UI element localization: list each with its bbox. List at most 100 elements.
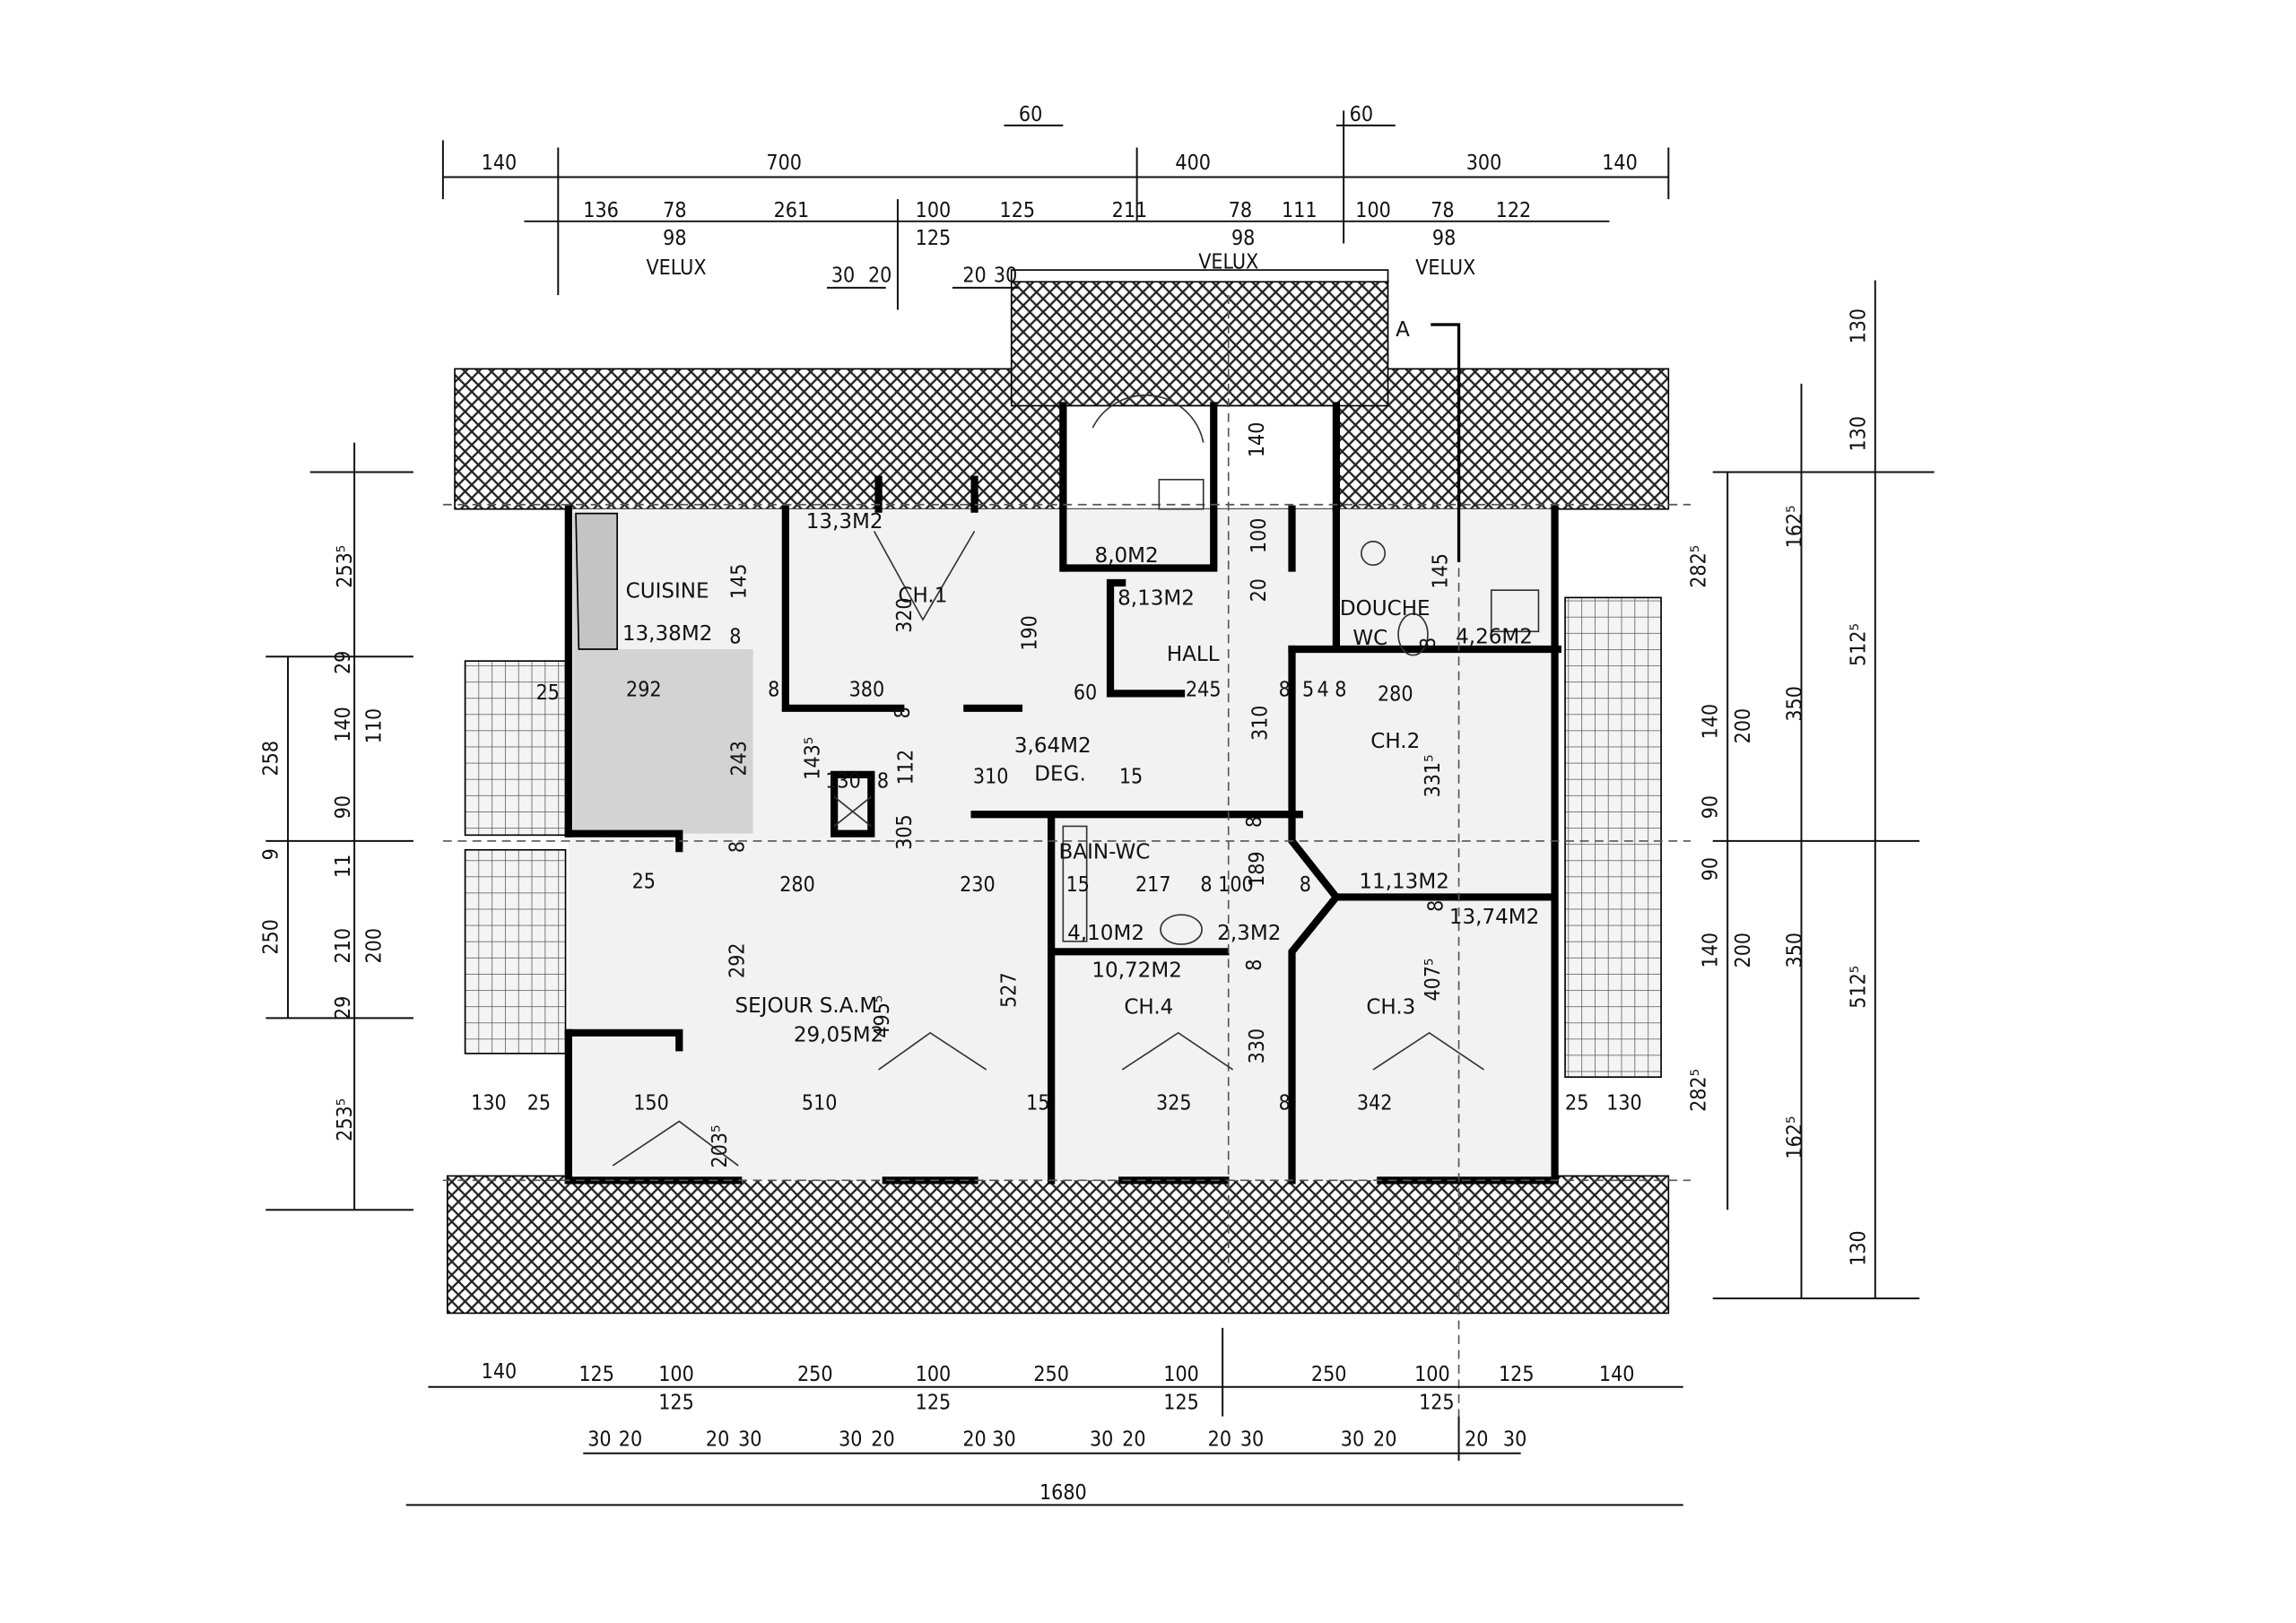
dimension-interior: 330 [1246, 1028, 1269, 1064]
dimension-right: 350 [1783, 933, 1806, 968]
dimension-bottom: 250 [797, 1363, 833, 1386]
dimension-top: 100 [1355, 199, 1391, 222]
dimension-bottom: 30 [738, 1428, 761, 1452]
dimension-right: 512⁵ [1847, 966, 1870, 1009]
room-label-douche: DOUCHE [1340, 597, 1431, 621]
dimension-right: 162⁵ [1783, 1116, 1806, 1159]
dimension-top: 20 [868, 264, 891, 287]
dimension-bottom: 250 [1311, 1363, 1347, 1386]
dimension-interior: 8 [1279, 679, 1291, 702]
dimension-right: 282⁵ [1687, 1069, 1710, 1112]
room-label-ch1: CH.1 [898, 584, 947, 607]
section-marker: A [1396, 318, 1410, 342]
dimension-right: 130 [1847, 416, 1870, 452]
room-label-bain: BAIN-WC [1059, 841, 1151, 864]
dimension-interior: 8 [1424, 900, 1448, 912]
room-area-wc2: 2,3M2 [1217, 922, 1281, 945]
dimension-bottom: 30 [1503, 1428, 1526, 1452]
dimension-bottom: 140 [482, 1360, 517, 1384]
dimension-top: 78 [1431, 199, 1454, 222]
dimension-bottom: 125 [1499, 1363, 1535, 1386]
dimension-top: 60 [1350, 103, 1373, 126]
dimension-left: 140 [332, 707, 355, 742]
room-label-hall: HALL [1167, 643, 1220, 666]
dimension-bottom: 20 [1465, 1428, 1488, 1452]
balcony-left-bottom [464, 848, 567, 1055]
dimension-interior: 100 [1218, 873, 1254, 897]
room-label-ch3: CH.3 [1366, 995, 1415, 1019]
dimension-left: 11 [332, 855, 355, 878]
dimension-interior: 8 [1243, 959, 1266, 971]
dimension-interior: 380 [849, 679, 885, 702]
dimension-interior: 140 [1246, 422, 1269, 458]
dimension-left: 253⁵ [334, 545, 357, 588]
dimension-top: 140 [1602, 152, 1638, 175]
room-area-hall: 8,13M2 [1118, 587, 1195, 611]
dimension-interior: 25 [632, 871, 656, 894]
dimension-interior: 407⁵ [1422, 959, 1445, 1002]
construction-lines [442, 295, 1692, 1446]
dimension-bottom: 20 [871, 1428, 894, 1452]
dimension-top: 78 [1229, 199, 1252, 222]
dimension-top: 30 [831, 264, 855, 287]
dimension-bottom: 125 [1419, 1391, 1455, 1414]
dimension-interior: 145 [1429, 553, 1452, 589]
dimension-bottom: 20 [1373, 1428, 1396, 1452]
dimension-bottom: 125 [1163, 1391, 1199, 1414]
room-label-ch2: CH.2 [1370, 730, 1420, 753]
dimension-bottom: 1680 [1039, 1481, 1087, 1505]
dimension-right: 200 [1732, 708, 1755, 744]
dimension-bottom: 30 [587, 1428, 611, 1452]
dimension-top: 111 [1282, 199, 1318, 222]
dimension-interior: 243 [727, 741, 751, 777]
dimension-interior: 495⁵ [871, 995, 894, 1038]
dimension-right: 130 [1847, 308, 1870, 344]
dimension-bottom: 20 [1208, 1428, 1231, 1452]
dimension-bottom: 125 [658, 1391, 694, 1414]
kitchen-counter [575, 512, 618, 650]
dimension-interior: 292 [626, 679, 662, 702]
room-area-ch2: 11,13M2 [1359, 871, 1448, 894]
dimension-left: 258 [259, 741, 283, 777]
kitchen-fill [572, 513, 753, 834]
dimension-left: 253⁵ [334, 1098, 357, 1141]
room-area-cuisine: 13,38M2 [622, 622, 712, 646]
dimension-interior: 143⁵ [802, 737, 825, 780]
dimension-interior: 112 [894, 750, 918, 785]
dimension-interior: 280 [1378, 683, 1413, 707]
roof-top-right [1335, 368, 1670, 510]
dimension-interior: 190 [1019, 615, 1042, 651]
room-label-sejour: SEJOUR S.A.M [735, 994, 877, 1018]
dimension-bottom: 100 [1414, 1363, 1450, 1386]
dimension-interior: 510 [802, 1091, 838, 1115]
room-area-deg: 3,64M2 [1014, 734, 1091, 758]
room-area-ch1: 13,3M2 [806, 510, 883, 534]
room-area-douche: 4,26M2 [1456, 625, 1533, 648]
dimension-interior: 130 [825, 770, 861, 794]
room-label-cuisine: CUISINE [626, 579, 709, 603]
dimension-bottom: 140 [1599, 1363, 1635, 1386]
dimension-interior: 8 [1417, 638, 1440, 649]
dimension-interior: 280 [779, 873, 815, 897]
dimension-interior: 8 [1335, 679, 1346, 702]
dimension-top: 122 [1496, 199, 1532, 222]
dimension-bottom: 30 [839, 1428, 862, 1452]
dimension-bottom: 30 [1341, 1428, 1364, 1452]
velux-label: VELUX [1415, 256, 1475, 280]
dimension-top: 700 [766, 152, 802, 175]
velux-label: VELUX [646, 256, 706, 280]
dimension-interior: 145 [727, 564, 751, 600]
dimension-bottom: 100 [658, 1363, 694, 1386]
dimension-top: 98 [663, 227, 686, 250]
dimension-right: 140 [1700, 933, 1723, 968]
room-label-deg: DEG. [1034, 762, 1085, 785]
dimension-interior: 8 [1279, 1091, 1291, 1115]
dimension-top: 211 [1112, 199, 1148, 222]
dimension-left: 29 [332, 651, 355, 674]
dimension-top: 140 [482, 152, 517, 175]
dimension-left: 250 [259, 919, 283, 955]
dimension-interior: 217 [1135, 873, 1171, 897]
dimension-bottom: 100 [1163, 1363, 1199, 1386]
dimension-top: 400 [1175, 152, 1211, 175]
